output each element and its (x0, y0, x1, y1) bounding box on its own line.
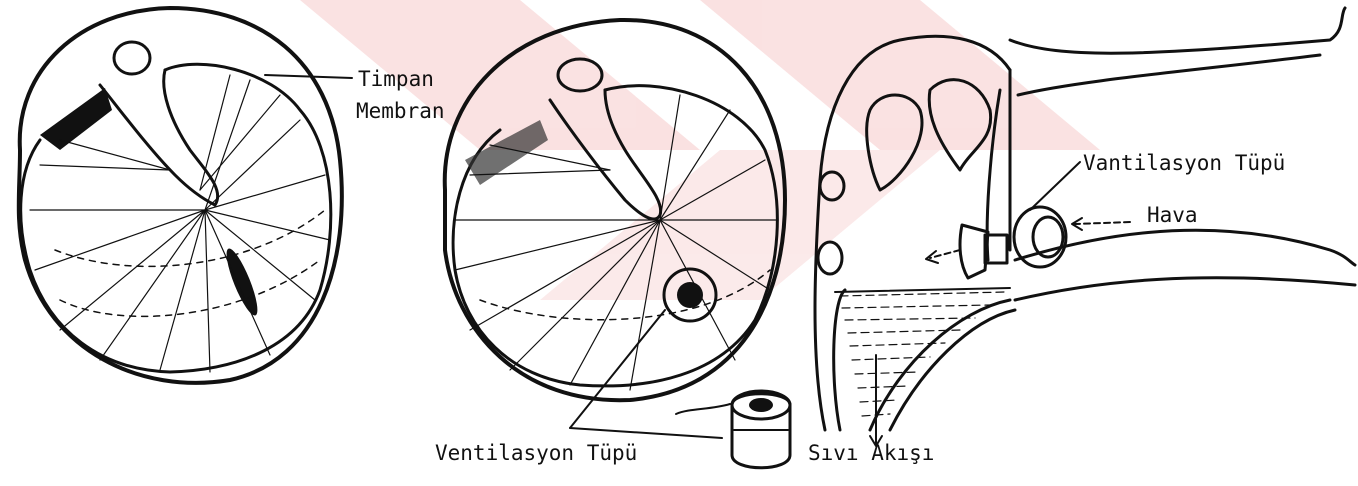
left-eardrum (19, 8, 342, 383)
vantilasyon-top-leader (1030, 162, 1080, 210)
vent-leader-1 (570, 310, 665, 428)
ventilasyon-bottom-label: Ventilasyon Tüpü (435, 441, 637, 465)
vent-leader-2 (570, 428, 722, 438)
timpan-label-line1: Timpan (358, 67, 434, 91)
sivi-akisi-label: Sıvı Akışı (808, 441, 934, 465)
timpan-leader (265, 75, 352, 78)
hava-label: Hava (1147, 203, 1198, 227)
vantilasyon-top-label: Vantilasyon Tüpü (1083, 151, 1285, 175)
timpan-label-line2: Membran (356, 99, 445, 123)
tube-closeup (676, 391, 790, 468)
